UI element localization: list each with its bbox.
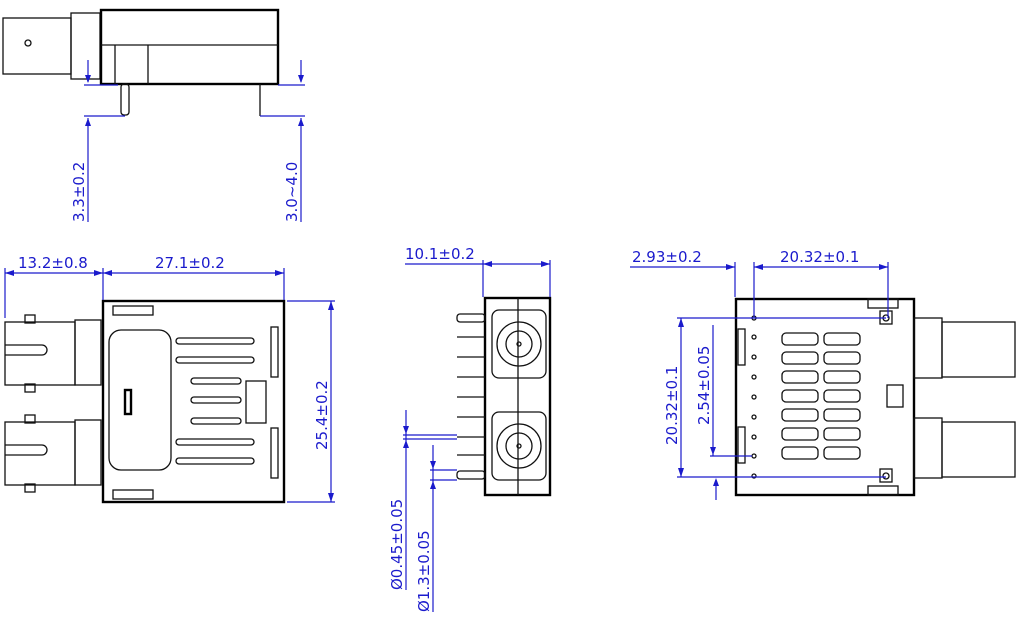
vent-slots [781,332,861,460]
top-view: 13.2±0.8 27.1±0.2 25.4±0.2 [4,254,335,504]
dim-pin-diameter-large: Ø1.3±0.05 [415,530,433,612]
dim-connector-length: 13.2±0.8 [18,254,88,272]
dim-hole-spacing-x: 20.32±0.1 [780,248,859,266]
dim-body-width: 25.4±0.2 [313,380,331,450]
side-view: 3.3±0.2 3.0~4.0 [2,8,305,222]
dim-pin-diameter-small: Ø0.45±0.05 [388,499,406,590]
dim-hole-spacing-y: 20.32±0.1 [663,366,681,445]
dim-body-length: 27.1±0.2 [155,254,225,272]
front-view: 10.1±0.2 Ø0.45±0.05 Ø1.3±0.05 [388,245,552,612]
dim-body-height: 10.1±0.2 [405,245,475,263]
pin-holes [751,315,757,479]
dim-edge-offset: 2.93±0.2 [632,248,702,266]
bottom-view: 2.93±0.2 20.32±0.1 20.32±0.1 2.54±0.05 [630,248,1016,500]
dim-pin-length-right: 3.0~4.0 [283,162,301,222]
dim-pin-length-left: 3.3±0.2 [70,162,88,222]
dim-pin-pitch: 2.54±0.05 [695,346,713,425]
